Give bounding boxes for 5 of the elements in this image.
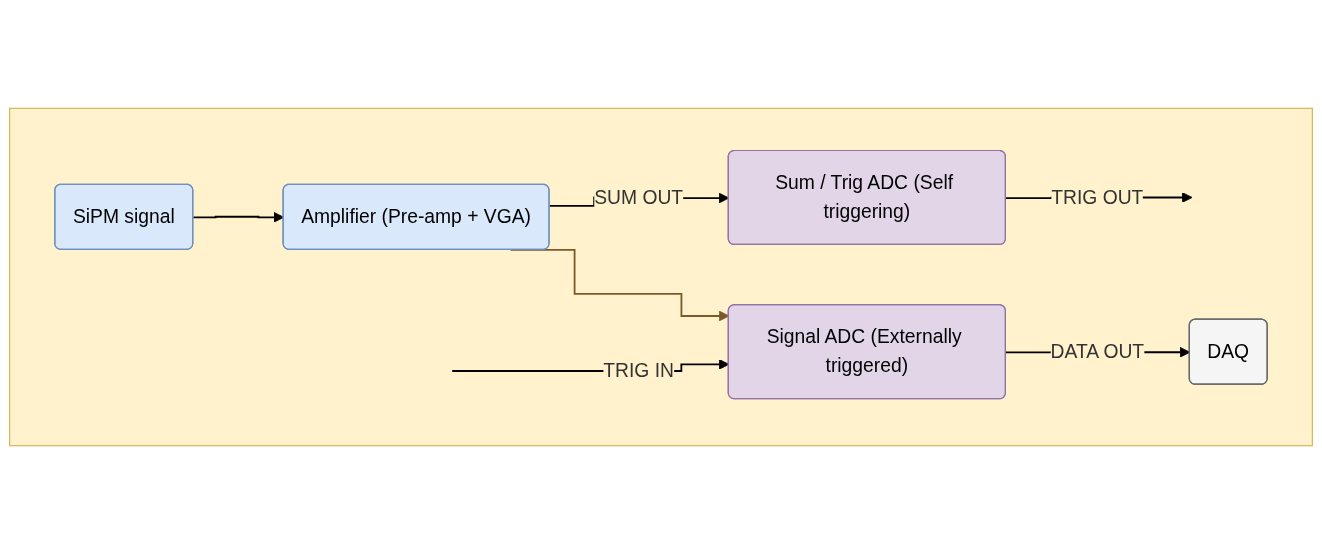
edge-label: SUM OUT — [594, 186, 684, 208]
edge-label: DATA OUT — [1050, 340, 1145, 362]
edge-label: TRIG IN — [603, 360, 674, 381]
cluster — [9, 107, 1313, 447]
edge-label: TRIG OUT — [1051, 186, 1144, 208]
